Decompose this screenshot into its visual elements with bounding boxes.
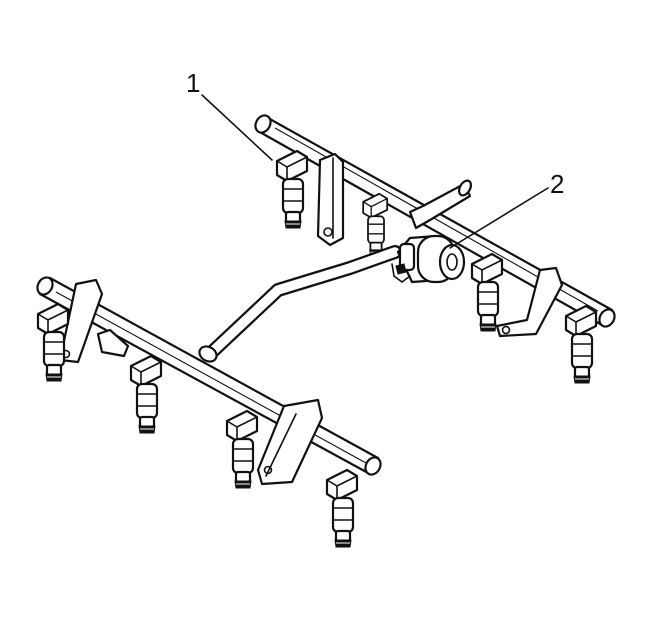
front-mounting-bracket-right bbox=[256, 398, 324, 486]
rear-fuel-injector-3 bbox=[470, 252, 504, 333]
front-fuel-injector-3 bbox=[225, 409, 259, 490]
fuel-inlet-pipe bbox=[408, 179, 472, 230]
callout-label-1: 1 bbox=[186, 68, 201, 98]
fuel-pressure-regulator bbox=[391, 234, 466, 284]
rear-fuel-injector-1 bbox=[275, 149, 309, 230]
front-fuel-injector-1 bbox=[36, 302, 70, 383]
rear-mounting-bracket-left bbox=[316, 152, 345, 247]
front-fuel-injector-4 bbox=[325, 468, 359, 549]
callout-label-2: 2 bbox=[550, 169, 565, 199]
rear-fuel-injector-2 bbox=[362, 192, 389, 257]
rear-mounting-bracket-right bbox=[495, 266, 564, 338]
rear-fuel-rail bbox=[254, 114, 616, 328]
front-rail-clip bbox=[96, 328, 130, 358]
front-fuel-injector-2 bbox=[129, 354, 163, 435]
rear-fuel-injector-4 bbox=[564, 304, 598, 385]
crossover-pipe bbox=[205, 245, 402, 359]
callout-1-leader bbox=[201, 94, 273, 161]
callout-2-leader bbox=[449, 187, 549, 249]
